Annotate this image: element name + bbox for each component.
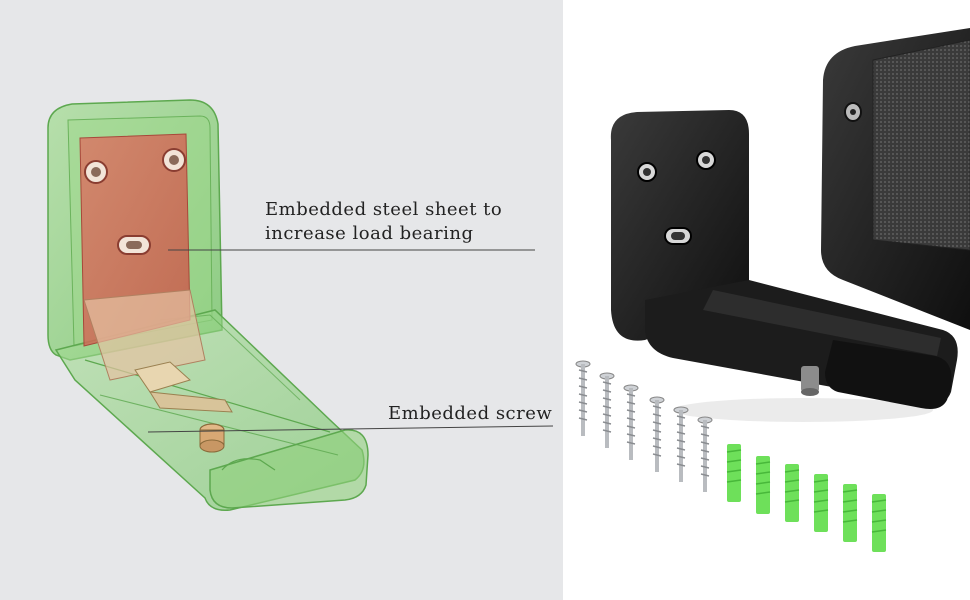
product-photo-panel <box>563 0 970 600</box>
embedded-screw <box>134 361 233 453</box>
screws <box>575 360 713 492</box>
steel-sheet-callout-line2: increase load bearing <box>265 223 474 244</box>
screw-callout: Embedded screw <box>388 402 552 426</box>
screw-leader-line <box>147 425 554 433</box>
cad-render-panel: Embedded steel sheet to increase load be… <box>0 0 563 600</box>
screw-callout-line1: Embedded screw <box>388 403 553 424</box>
wall-bracket <box>610 110 958 409</box>
steel-sheet <box>79 133 206 381</box>
wall-anchors <box>726 444 887 552</box>
steel-sheet-callout-line1: Embedded steel sheet to <box>265 199 503 220</box>
soundbar <box>821 28 970 330</box>
steel-sheet-callout: Embedded steel sheet to increase load be… <box>265 198 502 246</box>
product-photo-drawing <box>575 28 970 552</box>
cad-bracket-drawing <box>47 99 554 511</box>
